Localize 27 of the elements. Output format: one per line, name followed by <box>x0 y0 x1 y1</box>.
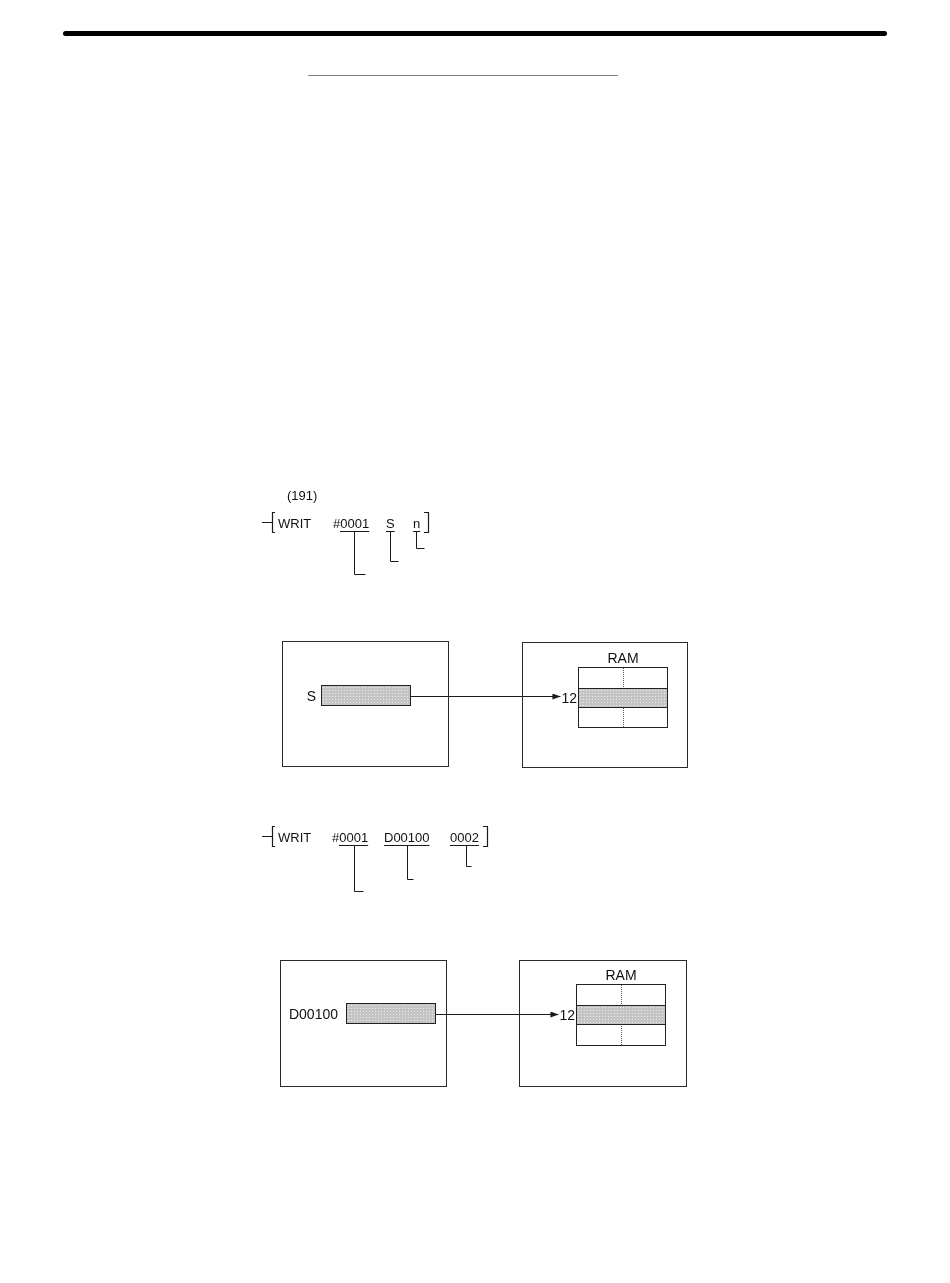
bar-label: D00100 <box>288 1006 338 1021</box>
bar-label: S <box>306 688 316 703</box>
row-address: 12 <box>561 691 577 705</box>
instruction-name: WRIT <box>278 831 312 845</box>
area-frame <box>280 960 447 1087</box>
ram-label: RAM <box>605 968 637 982</box>
leader-line <box>338 845 369 892</box>
operand: #0001 <box>332 831 369 845</box>
leader-line <box>339 531 370 575</box>
function-code: (191) <box>287 489 318 503</box>
leader-line <box>383 845 431 880</box>
ram-label: RAM <box>607 651 639 665</box>
leader-line <box>412 531 425 549</box>
arrow <box>435 1011 559 1018</box>
leader-line <box>385 531 399 562</box>
leader-line <box>449 845 480 867</box>
operand: n <box>413 517 421 531</box>
area-frame <box>282 641 449 767</box>
operand: D00100 <box>384 831 430 845</box>
arrow <box>410 693 561 700</box>
area-frame <box>519 960 687 1087</box>
instruction-name: WRIT <box>278 517 312 531</box>
operand: #0001 <box>333 517 370 531</box>
operand: S <box>386 517 395 531</box>
row-address: 12 <box>559 1008 575 1022</box>
area-frame <box>522 642 688 768</box>
operand: 0002 <box>450 831 479 845</box>
